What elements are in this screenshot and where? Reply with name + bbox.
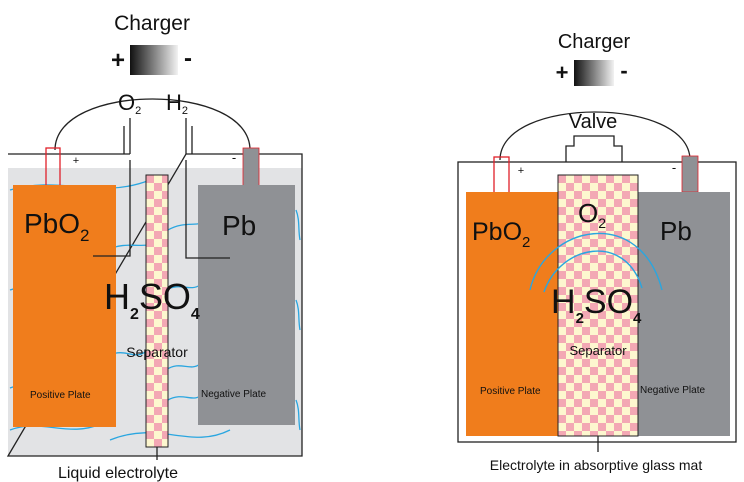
negative-plate (198, 185, 295, 425)
separator-label: Separator (126, 344, 188, 360)
charger-label: Charger (558, 31, 631, 53)
charger-icon (574, 60, 614, 86)
valve (565, 135, 623, 162)
positive-plate (13, 185, 116, 427)
hydrogen-gas-label: H2 (166, 90, 188, 117)
negative-terminal-sign: - (672, 160, 676, 175)
electrolyte-formula: H2SO4 (104, 276, 200, 323)
negative-plate-label: Negative Plate (201, 389, 266, 400)
negative-terminal-sign: - (232, 150, 236, 165)
negative-terminal (242, 147, 260, 187)
negative-plate (637, 192, 730, 436)
positive-plate (466, 192, 559, 436)
charger-minus-sign: - (620, 58, 627, 83)
oxygen-vent-pipe (123, 118, 131, 154)
headspace (8, 154, 302, 168)
separator-label: Separator (569, 343, 627, 358)
flooded-battery: Charger + - + (6, 12, 303, 482)
positive-terminal-sign: + (73, 155, 79, 167)
charger-wire (54, 98, 251, 151)
caption-absorptive-glass-mat: Electrolyte in absorptive glass mat (490, 457, 703, 473)
agm-battery: Charger + - Valve + PbO2 Positive Plate … (457, 31, 737, 473)
charger-icon (130, 45, 178, 75)
oxygen-gas-label: O2 (118, 90, 141, 117)
negative-terminal (681, 155, 699, 193)
oxygen-gas-label: O2 (578, 198, 606, 231)
hydrogen-path-line (185, 160, 230, 259)
electrolyte-formula: H2SO4 (551, 283, 642, 327)
charger-plus-sign: + (556, 60, 569, 85)
charger-minus-sign: - (184, 45, 192, 72)
oxygen-path-line (93, 160, 131, 257)
positive-plate-label: Positive Plate (480, 386, 541, 397)
oxygen-recombination-arcs (529, 233, 663, 293)
valve-label: Valve (569, 111, 618, 133)
positive-plate-material: PbO2 (24, 208, 90, 245)
hydrogen-vent-pipe (185, 118, 193, 154)
positive-terminal-sign: + (518, 165, 524, 177)
caption-liquid-electrolyte: Liquid electrolyte (58, 465, 178, 482)
positive-plate-label: Positive Plate (30, 390, 91, 401)
charger-wire (499, 111, 691, 161)
negative-plate-material: Pb (222, 210, 256, 241)
negative-plate-label: Negative Plate (640, 385, 705, 396)
charger-plus-sign: + (111, 47, 125, 74)
negative-plate-material: Pb (660, 216, 692, 246)
charger-label: Charger (114, 12, 190, 35)
positive-plate-material: PbO2 (472, 218, 530, 251)
absorptive-glass-mat-separator (557, 174, 639, 437)
